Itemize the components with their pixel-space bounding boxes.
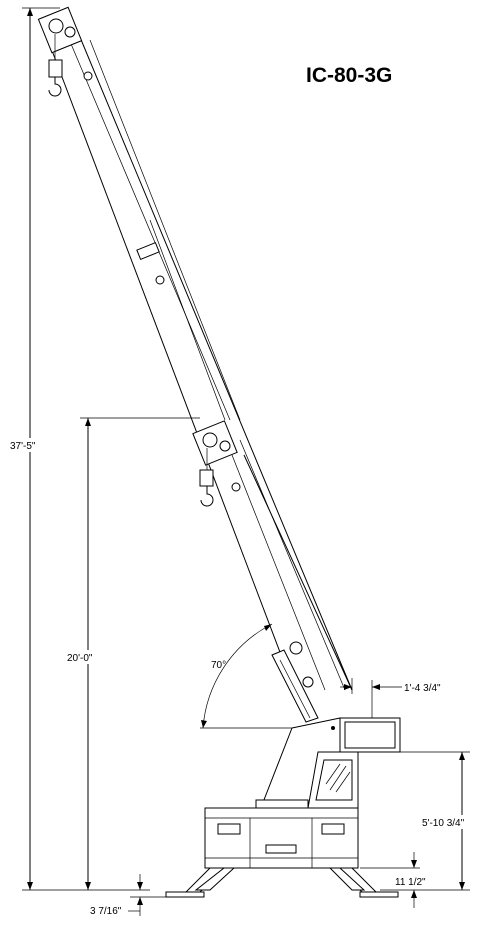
ground-clearance-dimension: 11 1/2" xyxy=(360,852,426,908)
boom-head-top xyxy=(37,6,83,97)
body-height-label: 5'-10 3/4" xyxy=(422,818,465,829)
model-title: IC-80-3G xyxy=(306,64,392,87)
boom-angle-label: 70° xyxy=(211,660,226,671)
pad-offset-dimension: 3 7/16" xyxy=(90,874,166,917)
rear-overhang-dimension: 1'-4 3/4" xyxy=(340,678,441,718)
overall-height-dimension: 37'-5" xyxy=(8,7,150,891)
boom-angle-indicator: 70° xyxy=(200,623,338,729)
pivot-height-label: 20'-0" xyxy=(67,653,93,664)
boom-head-retracted xyxy=(192,420,238,507)
boom xyxy=(47,17,353,706)
carrier xyxy=(204,799,359,869)
lift-cylinder xyxy=(243,454,353,723)
operator-cab xyxy=(307,751,359,809)
body-height-dimension: 5'-10 3/4" xyxy=(380,751,490,891)
pad-offset-label: 3 7/16" xyxy=(90,906,122,917)
outriggers xyxy=(165,867,399,898)
overall-height-label: 37'-5" xyxy=(10,441,36,452)
pivot-height-dimension: 20'-0" xyxy=(60,417,200,890)
rear-overhang-label: 1'-4 3/4" xyxy=(404,683,441,694)
ground-clearance-label: 11 1/2" xyxy=(395,877,426,888)
